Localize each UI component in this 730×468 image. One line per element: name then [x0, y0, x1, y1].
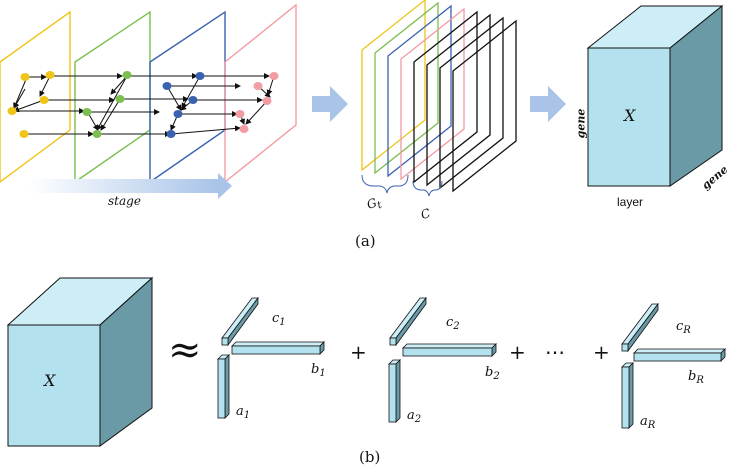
layer-stack	[361, 0, 517, 193]
plane-green	[74, 10, 151, 184]
tensor-cube-bottom	[6, 276, 154, 447]
node-yellow-2	[20, 73, 30, 81]
node-yellow-5	[19, 130, 29, 138]
layer-braces	[361, 174, 443, 197]
tensor-cube-top	[586, 4, 724, 187]
node-pink-2	[253, 82, 263, 90]
node-yellow-4	[7, 107, 17, 115]
node-green-2	[115, 95, 125, 103]
node-yellow-3	[39, 96, 49, 104]
node-blue-5	[166, 130, 176, 138]
block-arrow-1	[312, 86, 348, 122]
node-green-4	[92, 130, 102, 138]
block-arrow-2	[530, 86, 566, 122]
factor-group-1	[217, 296, 325, 419]
node-pink-5	[239, 125, 249, 133]
plane-blue	[149, 10, 226, 184]
network-edges	[13, 73, 275, 137]
stage-planes	[0, 3, 297, 184]
node-yellow-1	[45, 71, 55, 79]
network-nodes	[7, 71, 279, 138]
node-green-3	[82, 108, 92, 116]
node-green-1	[122, 71, 132, 79]
node-blue-1	[195, 72, 205, 80]
node-blue-4	[173, 110, 183, 118]
factor-group-2	[388, 296, 497, 423]
plane-pink	[224, 3, 297, 184]
node-pink-1	[269, 72, 279, 80]
node-pink-4	[235, 110, 245, 118]
node-pink-3	[262, 97, 272, 105]
plane-yellow	[0, 10, 71, 183]
node-blue-2	[162, 82, 172, 90]
stage-arrow	[28, 173, 232, 199]
node-blue-3	[188, 96, 198, 104]
factor-group-3	[621, 302, 726, 429]
